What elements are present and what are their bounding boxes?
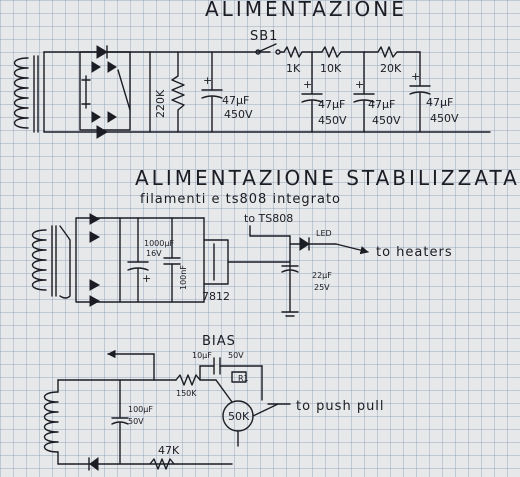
output-stage: to TS808 LED 22µF 25V to heaters <box>244 212 453 317</box>
svg-text:+: + <box>142 272 151 285</box>
title-bias: BIAS <box>202 334 236 349</box>
svg-text:+: + <box>203 74 212 87</box>
regulator-label: 7812 <box>202 290 230 303</box>
svg-text:+: + <box>355 78 364 91</box>
title-stabilized: ALIMENTAZIONE STABILIZZATA 12V <box>135 166 520 190</box>
to-heaters-label: to heaters <box>376 245 453 260</box>
to-push-pull-label: to push pull <box>296 399 385 414</box>
filter-chain: 1K 10K 20K + + + 47µF 450V 47µF 450V 47µ… <box>279 46 459 133</box>
bridge-rectifier-2 <box>59 213 205 307</box>
transformer-2 <box>31 225 57 297</box>
bias-trimmer-label: 50K <box>228 410 250 423</box>
switch-sb1: SB1 <box>250 29 281 55</box>
transformer-1 <box>13 55 39 133</box>
cap-1-value: 47µF <box>318 98 345 111</box>
bleeder-label: 220K <box>154 89 167 118</box>
cap-out-value: 22µF <box>312 271 332 280</box>
title-power-supply: ALIMENTAZIONE <box>205 0 407 21</box>
transformer-3 <box>43 391 59 453</box>
main-cap-value: 47µF <box>222 94 249 107</box>
bias-cap-top-value: 10µF <box>192 351 212 360</box>
svg-text:+: + <box>303 78 312 91</box>
bias-circuit: 100µF 50V 47K 150K 10µF 50V R1 50K to pu… <box>57 349 385 471</box>
bleeder-resistor: 220K <box>149 51 271 133</box>
main-capacitor: + 47µF 450V <box>201 51 253 133</box>
cap-3-value: 47µF <box>426 96 453 109</box>
resistor-3-label: 20K <box>380 62 402 75</box>
subtitle-stabilized: filamenti e ts808 integrato <box>140 192 341 207</box>
cap-mid-value: 100nF <box>179 265 188 290</box>
resistor-2-label: 10K <box>320 62 342 75</box>
regulator-7812: 7812 <box>202 217 291 303</box>
svg-text:+: + <box>411 70 420 83</box>
cap-3-voltage: 450V <box>430 112 459 125</box>
cap-2-voltage: 450V <box>372 114 401 127</box>
bias-cap-left-voltage: 50V <box>128 417 144 426</box>
bias-cap-left-value: 100µF <box>128 405 153 414</box>
cap-in-voltage: 16V <box>146 249 162 258</box>
switch-label: SB1 <box>250 29 278 44</box>
led-label: LED <box>316 229 332 238</box>
bias-res-bottom-label: 47K <box>158 444 180 457</box>
cap-in-value: 1000µF <box>144 239 174 248</box>
bridge-rectifier-1 <box>43 45 491 139</box>
cap-1-voltage: 450V <box>318 114 347 127</box>
bias-cap-top-voltage: 50V <box>228 351 244 360</box>
filter-caps-2: + 1000µF 16V 100nF <box>127 217 188 303</box>
bias-res-top-label: 150K <box>176 389 197 398</box>
resistor-1-label: 1K <box>286 62 301 75</box>
bias-res-small-label: R1 <box>238 374 249 383</box>
to-ts808-label: to TS808 <box>244 212 293 225</box>
cap-out-voltage: 25V <box>314 283 330 292</box>
main-cap-voltage: 450V <box>224 108 253 121</box>
cap-2-value: 47µF <box>368 98 395 111</box>
